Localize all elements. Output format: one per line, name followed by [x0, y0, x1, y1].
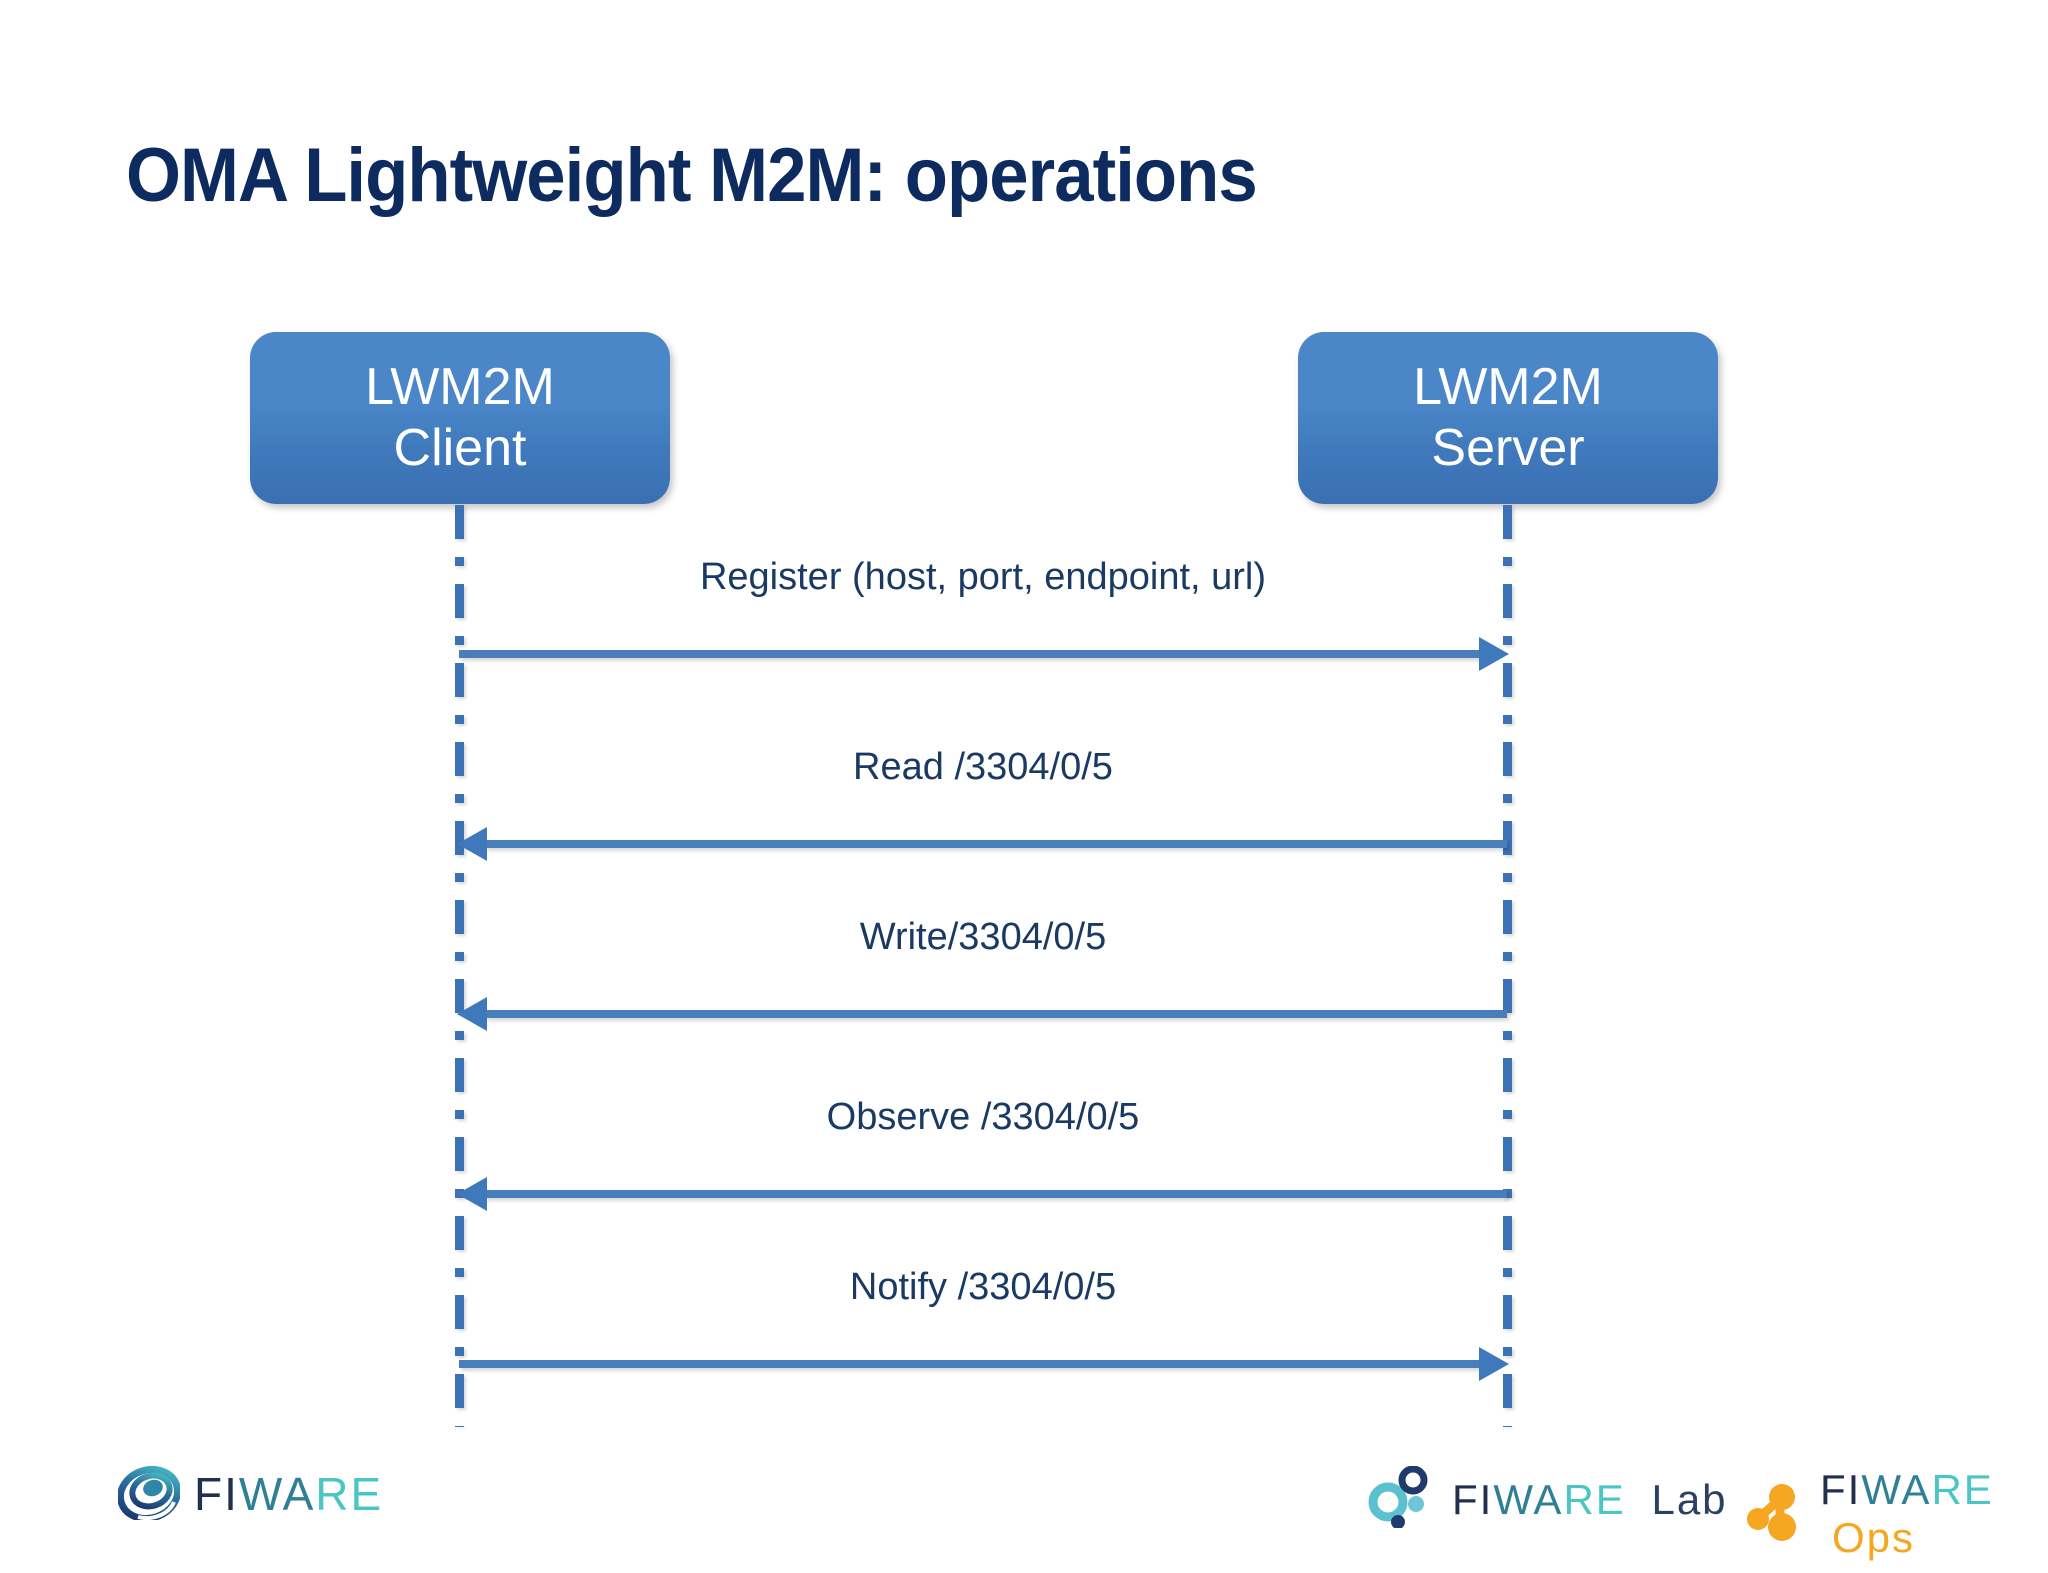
actor-server-line2: Server — [1431, 419, 1585, 477]
message-label-3: Write/3304/0/5 — [859, 916, 1107, 958]
fiware-logo-text-part2: WA — [238, 1467, 316, 1520]
actor-box-server[interactable]: LWM2M Server — [1298, 332, 1718, 504]
message-arrowhead-3 — [457, 997, 487, 1031]
message-line-1 — [459, 650, 1481, 658]
fiware-lab-logo: FIWARE Lab — [1368, 1465, 1728, 1533]
fiware-lab-text-part3: RE — [1563, 1475, 1626, 1523]
fiware-ops-text-part1: FI — [1820, 1466, 1862, 1513]
fiware-ops-text-part3: RE — [1931, 1466, 1994, 1513]
message-line-2 — [485, 840, 1507, 848]
fiware-lab-dots-icon — [1368, 1465, 1438, 1533]
fiware-ops-molecule-icon — [1744, 1481, 1808, 1548]
message-arrowhead-1 — [1479, 637, 1509, 671]
fiware-ops-text-part2: WA — [1861, 1466, 1932, 1513]
fiware-swirl-icon — [116, 1462, 182, 1525]
fiware-logo: FIWARE — [116, 1462, 384, 1525]
message-label-1: Register (host, port, endpoint, url) — [699, 556, 1267, 598]
fiware-lab-text-part2: WA — [1493, 1475, 1564, 1523]
actor-box-client[interactable]: LWM2M Client — [250, 332, 670, 504]
message-arrowhead-4 — [457, 1177, 487, 1211]
message-line-4 — [485, 1190, 1507, 1198]
message-line-3 — [485, 1010, 1507, 1018]
fiware-logo-text-part1: FI — [194, 1467, 239, 1520]
fiware-ops-logo: FIWARE Ops — [1744, 1466, 2048, 1562]
actor-client-line2: Client — [393, 419, 527, 477]
fiware-ops-text-suffix: Ops — [1832, 1514, 1916, 1561]
message-arrowhead-2 — [457, 827, 487, 861]
fiware-lab-text-suffix: Lab — [1651, 1475, 1728, 1523]
message-label-4: Observe /3304/0/5 — [826, 1096, 1140, 1138]
page-title: OMA Lightweight M2M: operations — [126, 133, 1258, 218]
lifeline-client — [455, 505, 464, 1427]
actor-client-line1: LWM2M — [365, 357, 555, 416]
fiware-lab-text-part1: FI — [1452, 1475, 1494, 1523]
actor-server-line1: LWM2M — [1413, 357, 1603, 416]
message-arrowhead-5 — [1479, 1347, 1509, 1381]
message-line-5 — [459, 1360, 1481, 1368]
message-label-2: Read /3304/0/5 — [853, 746, 1113, 788]
message-label-5: Notify /3304/0/5 — [849, 1266, 1117, 1308]
fiware-logo-text-part3: RE — [315, 1467, 384, 1520]
